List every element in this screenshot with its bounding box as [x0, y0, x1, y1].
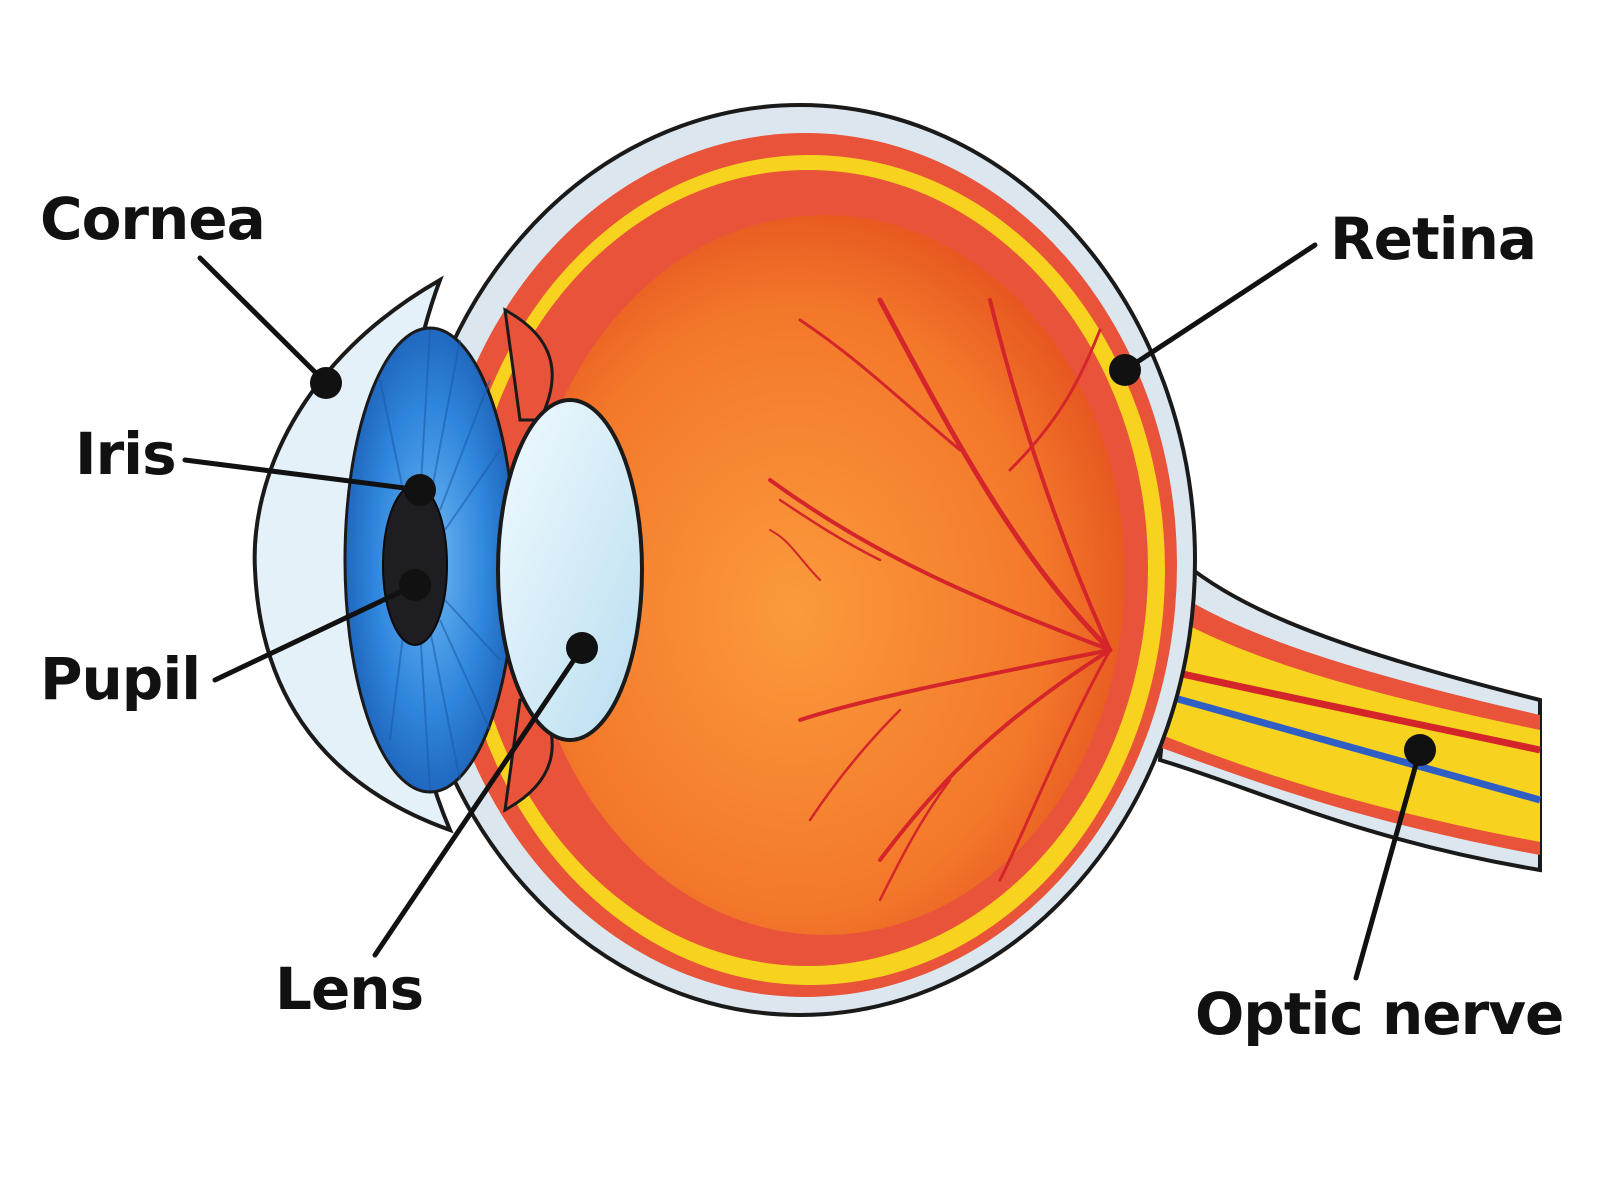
- lens-leader-line: [372, 645, 585, 958]
- pupil-label: Pupil: [40, 645, 201, 713]
- pupil-leader-line: [212, 582, 418, 683]
- iris-leader-line: [182, 457, 423, 493]
- iris-label: Iris: [75, 420, 177, 488]
- leader-dots: [310, 354, 1436, 766]
- optic-nerve-label: Optic nerve: [1195, 980, 1564, 1048]
- cornea-leader-line: [197, 255, 329, 386]
- lens-marker: [566, 632, 598, 664]
- optic-nerve-marker: [1404, 734, 1436, 766]
- lens-shape: [496, 398, 644, 742]
- pupil-shape: [382, 484, 448, 646]
- lens-label: Lens: [275, 955, 424, 1023]
- retina-leader-line: [1122, 242, 1318, 373]
- leader-lines: [182, 242, 1423, 981]
- pupil-marker: [399, 569, 431, 601]
- cornea-marker: [310, 367, 342, 399]
- retina-label: Retina: [1330, 205, 1537, 273]
- retinal-vessels: [768, 297, 1113, 902]
- retina-marker: [1109, 354, 1141, 386]
- optic-nerve-leader-line: [1353, 747, 1423, 981]
- cornea-label: Cornea: [40, 185, 266, 253]
- iris-marker: [404, 474, 436, 506]
